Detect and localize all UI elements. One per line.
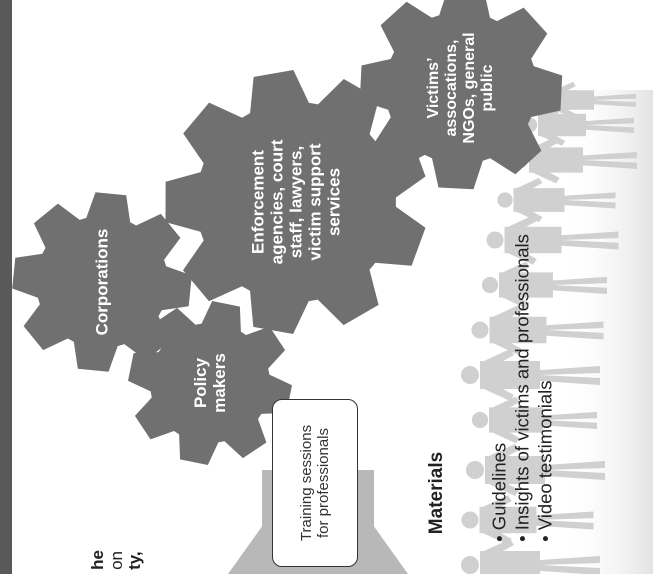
gear-text-line: agencies, court bbox=[267, 139, 287, 265]
gear-text-line: victim support bbox=[305, 143, 325, 261]
gear-label-corporations: Corporations bbox=[92, 229, 111, 336]
edge-text-line: ty, bbox=[125, 551, 145, 570]
person-silhouette bbox=[486, 215, 619, 265]
gear-label-victims: Victims’ assocations, NGOs, general publ… bbox=[425, 32, 497, 143]
materials-item: • Guidelines bbox=[488, 442, 510, 542]
people-silhouettes bbox=[461, 81, 637, 574]
gear-text-line: services bbox=[324, 167, 344, 237]
materials-title: Materials bbox=[426, 451, 447, 535]
person-silhouette bbox=[466, 444, 605, 496]
gear-text-line: Victims’ bbox=[425, 57, 443, 119]
materials-list: • Guidelines • Insights of victims and p… bbox=[487, 234, 556, 542]
person-silhouette bbox=[461, 539, 600, 574]
gear-label-policy-makers: Policy makers bbox=[191, 353, 229, 413]
gear-text-line: makers bbox=[210, 353, 229, 413]
gears-group bbox=[12, 0, 563, 465]
materials-item: • Insights of victims and professionals bbox=[511, 234, 533, 542]
gear-enforcement bbox=[165, 70, 426, 334]
left-edge-bar bbox=[0, 0, 12, 574]
person-silhouette bbox=[497, 177, 616, 223]
training-line-1: Training sessions bbox=[297, 424, 315, 542]
gear-policy bbox=[128, 301, 292, 465]
gear-corporations bbox=[12, 192, 192, 372]
training-label: Training sessions for professionals bbox=[298, 425, 333, 541]
cropped-edge-text: he on ty, bbox=[87, 550, 145, 570]
gear-text-line: Policy bbox=[190, 357, 210, 409]
person-silhouette bbox=[461, 349, 600, 401]
materials-item: • Video testimonials bbox=[534, 380, 556, 542]
edge-text-line: he bbox=[87, 550, 107, 570]
training-box bbox=[272, 399, 358, 567]
gear-text-line: NGOs, general bbox=[461, 32, 478, 144]
gear-text-line: Enforcement bbox=[248, 150, 268, 254]
gear-text-line: assocations, bbox=[443, 39, 461, 137]
gear-victims bbox=[359, 0, 563, 190]
edge-text-line: on bbox=[106, 551, 126, 570]
person-silhouette bbox=[471, 396, 597, 444]
person-silhouette bbox=[471, 305, 604, 355]
gear-text-line: public bbox=[478, 64, 496, 112]
person-silhouette bbox=[522, 104, 634, 146]
gear-label-enforcement: Enforcement agencies, court staff, lawye… bbox=[248, 140, 343, 265]
gear-text-line: Corporations bbox=[92, 228, 112, 336]
gear-text-line: staff, lawyers, bbox=[286, 145, 306, 259]
person-silhouette bbox=[481, 261, 607, 309]
training-line-2: for professionals bbox=[315, 427, 332, 539]
